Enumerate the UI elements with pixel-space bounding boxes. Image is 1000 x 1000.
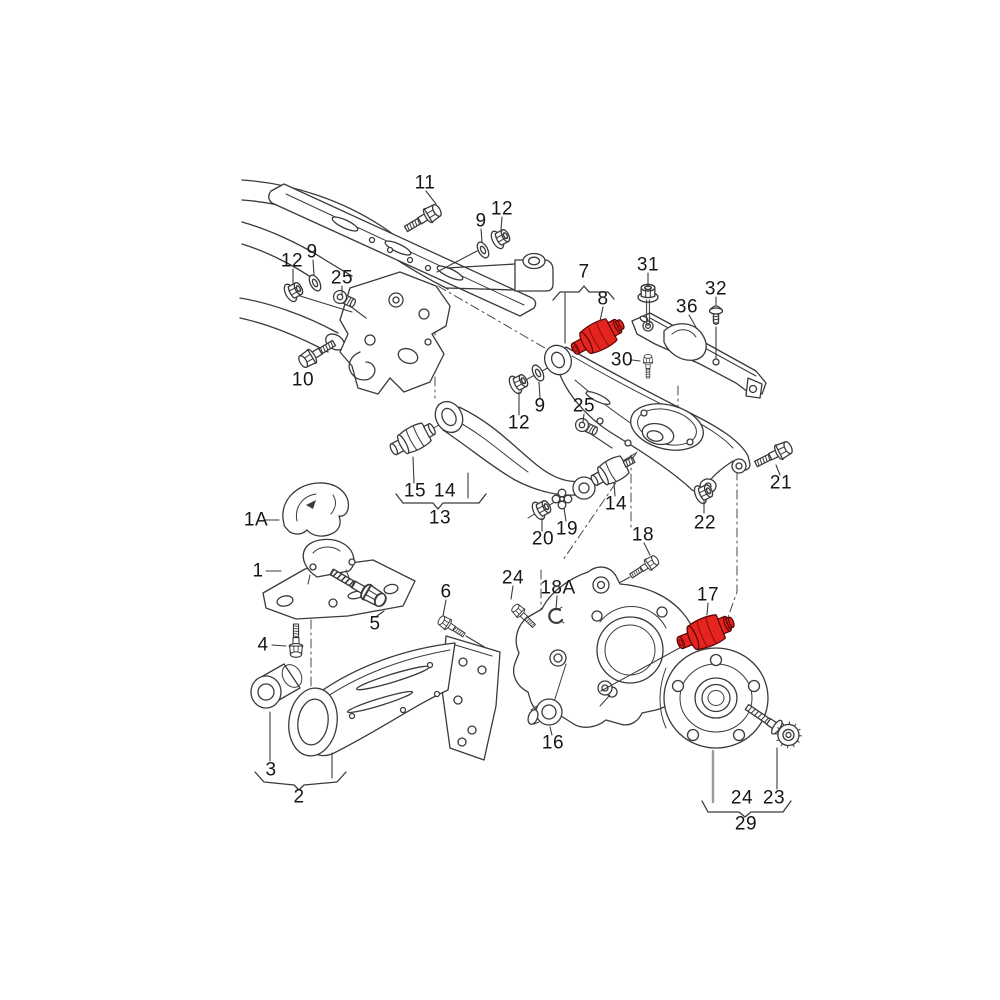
callout-9b[interactable]: 9 — [534, 395, 546, 417]
callout-29[interactable]: 29 — [734, 813, 758, 835]
upper-arm-bushing-15 — [389, 422, 436, 456]
callout-1[interactable]: 1 — [252, 560, 264, 582]
callout-10[interactable]: 10 — [291, 369, 315, 391]
subframe-crossmember — [268, 183, 537, 317]
callout-16[interactable]: 16 — [541, 732, 565, 754]
callout-24a[interactable]: 24 — [501, 567, 525, 589]
callout-20[interactable]: 20 — [531, 528, 555, 550]
subframe-mount-bracket — [339, 271, 451, 395]
callout-14b[interactable]: 14 — [604, 493, 628, 515]
group-brackets — [254, 285, 792, 818]
callout-11[interactable]: 11 — [414, 172, 436, 194]
callout-18[interactable]: 18 — [631, 524, 655, 546]
highlighted-bushing-8[interactable] — [566, 311, 629, 362]
trailing-arm-mount-plate — [441, 635, 501, 761]
callout-36[interactable]: 36 — [675, 296, 699, 318]
star-washer-19 — [551, 488, 573, 510]
callout-6[interactable]: 6 — [440, 581, 452, 603]
callout-21[interactable]: 21 — [769, 472, 793, 494]
hub-spline-bolt-23 — [744, 703, 802, 749]
callout-25a[interactable]: 25 — [330, 267, 354, 289]
callout-17[interactable]: 17 — [696, 584, 720, 606]
callout-12a[interactable]: 12 — [490, 198, 514, 220]
callout-3[interactable]: 3 — [265, 759, 277, 781]
wheel-knuckle — [513, 566, 700, 728]
stud-nut-31 — [637, 283, 659, 326]
upper-arm — [397, 400, 637, 519]
callout-15[interactable]: 15 — [403, 480, 427, 502]
screw-32 — [708, 305, 724, 325]
callout-25b[interactable]: 25 — [572, 395, 596, 417]
callout-12c[interactable]: 12 — [280, 250, 304, 272]
lower-control-arm — [512, 344, 751, 494]
callout-30[interactable]: 30 — [610, 349, 634, 371]
upper-arm-bushing-14 — [590, 455, 636, 486]
callout-7[interactable]: 7 — [578, 261, 590, 283]
callout-13[interactable]: 13 — [428, 507, 452, 529]
callout-32[interactable]: 32 — [704, 278, 728, 300]
callout-14a[interactable]: 14 — [433, 480, 457, 502]
bump-stop-cap-1A — [282, 482, 350, 537]
wheel-hub — [659, 647, 769, 749]
leader-lines — [264, 190, 781, 804]
callout-1A[interactable]: 1A — [243, 509, 269, 531]
callout-23[interactable]: 23 — [762, 787, 786, 809]
trailing-arm-bushing-3 — [250, 663, 303, 709]
callout-4[interactable]: 4 — [257, 634, 269, 656]
callout-31[interactable]: 31 — [636, 254, 660, 276]
highlighted-bushing-17[interactable] — [673, 608, 739, 657]
callout-2[interactable]: 2 — [293, 786, 305, 808]
stabilizer-link-rod — [446, 252, 554, 292]
callout-9a[interactable]: 9 — [475, 210, 487, 232]
callout-18A[interactable]: 18A — [540, 577, 576, 599]
callout-8[interactable]: 8 — [597, 288, 609, 310]
callout-9c[interactable]: 9 — [306, 241, 318, 263]
callout-12b[interactable]: 12 — [507, 412, 531, 434]
callout-19[interactable]: 19 — [555, 518, 579, 540]
callout-5[interactable]: 5 — [369, 613, 381, 635]
callout-24b[interactable]: 24 — [730, 787, 754, 809]
trailing-arm — [288, 642, 456, 757]
callout-22[interactable]: 22 — [693, 512, 717, 534]
bracket-plate-36 — [631, 312, 767, 399]
